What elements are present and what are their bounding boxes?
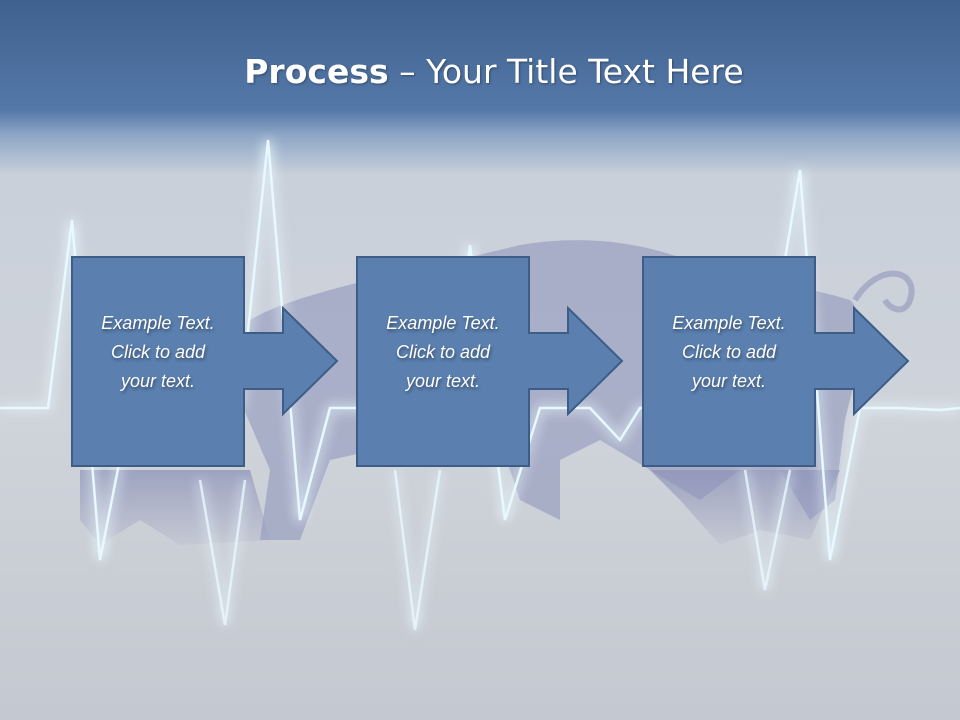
step-line: your text. (405, 371, 481, 391)
slide-title[interactable]: Process – Your Title Text Here (0, 52, 960, 91)
step-line: your text. (120, 371, 196, 391)
step-line: Example Text. (101, 313, 215, 333)
arrow-callout-shape-3[interactable] (642, 256, 910, 467)
step-line: Click to add (110, 342, 206, 362)
step-text[interactable]: Example Text. Click to add your text. (643, 309, 815, 396)
step-line: Example Text. (672, 313, 786, 333)
step-text[interactable]: Example Text. Click to add your text. (72, 309, 244, 396)
bull-reflection (80, 470, 840, 545)
title-rest: – Your Title Text Here (388, 52, 744, 91)
step-line: Example Text. (386, 313, 500, 333)
arrow-callout-shape-2[interactable] (356, 256, 624, 467)
process-step-2[interactable]: Example Text. Click to add your text. (357, 257, 529, 466)
arrow-callout-shape-1[interactable] (71, 256, 339, 467)
process-step-3[interactable]: Example Text. Click to add your text. (643, 257, 815, 466)
process-step-1[interactable]: Example Text. Click to add your text. (72, 257, 244, 466)
step-line: your text. (691, 371, 767, 391)
title-bold: Process (244, 52, 389, 91)
step-line: Click to add (395, 342, 491, 362)
step-line: Click to add (681, 342, 777, 362)
step-text[interactable]: Example Text. Click to add your text. (357, 309, 529, 396)
